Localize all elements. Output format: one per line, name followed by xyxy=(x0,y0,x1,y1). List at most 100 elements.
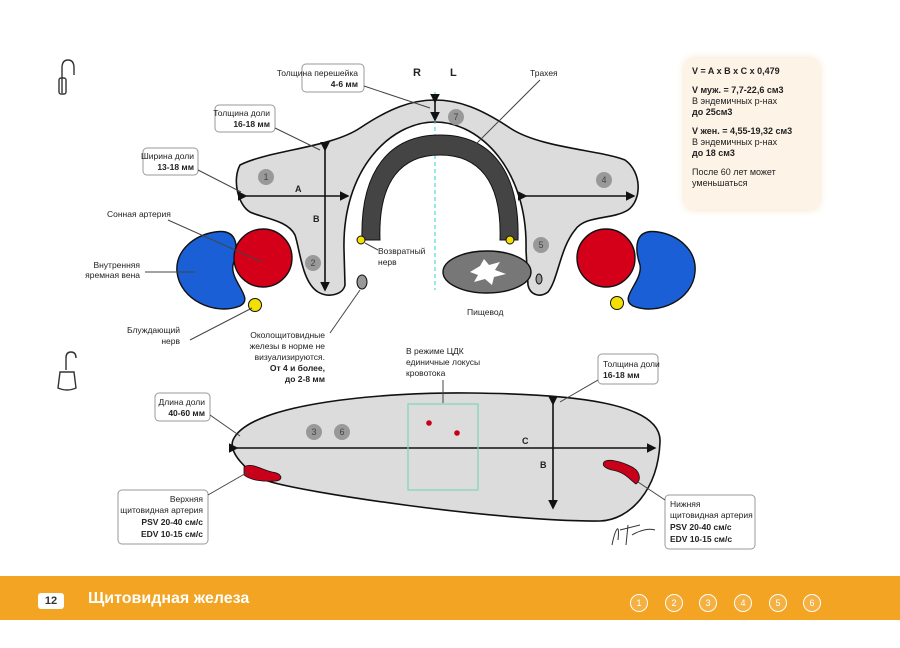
svg-text:13-18 мм: 13-18 мм xyxy=(157,162,194,172)
page-number: 12 xyxy=(38,593,64,609)
esophagus-label: Пищевод xyxy=(467,307,503,317)
recurrent-label: Возвратный xyxy=(378,246,426,256)
svg-text:единичные локусы: единичные локусы xyxy=(406,357,480,367)
region-2: 2 xyxy=(305,255,321,271)
linear-probe-icon xyxy=(58,59,75,95)
author-signature xyxy=(611,524,656,546)
svg-text:до 2-8 мм: до 2-8 мм xyxy=(285,374,325,384)
esophagus-lumen xyxy=(470,259,506,285)
svg-text:PSV 20-40 см/с: PSV 20-40 см/с xyxy=(670,522,732,532)
svg-text:железы в норме не: железы в норме не xyxy=(250,341,326,351)
svg-text:6: 6 xyxy=(339,427,344,437)
recurrent-nerve-left xyxy=(505,235,515,245)
svg-text:визуализируются.: визуализируются. xyxy=(255,352,325,362)
svg-text:Толщина перешейка: Толщина перешейка xyxy=(277,68,359,78)
svg-text:1: 1 xyxy=(263,172,268,182)
svg-text:Толщина доли: Толщина доли xyxy=(213,108,270,118)
female-note: В эндемичных р-нах xyxy=(692,137,778,147)
upper-thyroid-artery xyxy=(243,464,282,482)
lower-artery-callout: Нижняя щитовидная артерия PSV 20-40 см/с… xyxy=(637,481,756,550)
svg-text:16-18 мм: 16-18 мм xyxy=(233,119,270,129)
parathyroid-gland xyxy=(356,274,368,290)
svg-text:4: 4 xyxy=(601,175,606,185)
svg-text:Толщина доли: Толщина доли xyxy=(603,359,660,369)
nav-page-4[interactable]: 4 xyxy=(734,594,752,612)
male-limit: до 25см3 xyxy=(692,107,733,117)
svg-text:Нижняя: Нижняя xyxy=(670,499,701,509)
region-3: 3 xyxy=(306,424,322,440)
svg-text:7: 7 xyxy=(453,112,458,122)
vagus-label: Блуждающий xyxy=(127,325,180,335)
jugular-vein-right xyxy=(176,230,246,310)
region-7: 7 xyxy=(448,109,464,125)
age-note: После 60 лет может уменьшаться xyxy=(692,167,776,188)
blood-flow-locus xyxy=(454,430,460,436)
trachea-leader xyxy=(469,79,541,151)
svg-text:3: 3 xyxy=(311,427,316,437)
parathyroid-gland xyxy=(535,273,543,285)
female-volume: V жен. = 4,55-19,32 см3 xyxy=(692,126,793,136)
male-note: В эндемичных р-нах xyxy=(692,96,778,106)
upper-artery-callout: Верхняя щитовидная артерия PSV 20-40 см/… xyxy=(117,471,249,545)
left-side-label: L xyxy=(450,67,457,79)
right-side-label: R xyxy=(413,67,421,79)
nav-page-6[interactable]: 6 xyxy=(803,594,821,612)
svg-text:Ширина доли: Ширина доли xyxy=(141,151,194,161)
region-1: 1 xyxy=(258,169,274,185)
svg-text:Верхняя: Верхняя xyxy=(170,494,204,504)
nav-page-5[interactable]: 5 xyxy=(769,594,787,612)
svg-text:кровотока: кровотока xyxy=(406,368,446,378)
doppler-callout: В режиме ЦДК единичные локусы кровотока xyxy=(406,346,480,403)
jugular-label: яремная вена xyxy=(85,270,140,280)
vagus-nerve-left xyxy=(610,296,624,310)
svg-text:Околощитовидные: Околощитовидные xyxy=(250,330,325,340)
isthmus-thickness-callout: Толщина перешейка 4-6 мм xyxy=(277,63,431,109)
carotid-artery-left xyxy=(576,228,636,288)
vagus-label: нерв xyxy=(161,336,180,346)
lower-thyroid-artery xyxy=(602,459,640,485)
female-limit: до 18 см3 xyxy=(692,148,735,158)
vagus-leader xyxy=(189,307,253,341)
recurrent-label: нерв xyxy=(378,257,397,267)
carotid-artery-right xyxy=(233,228,293,288)
parathyroid-callout: Околощитовидные железы в норме не визуал… xyxy=(250,289,361,384)
thyroid-longitudinal xyxy=(231,392,661,522)
jugular-vein-left xyxy=(627,230,696,310)
svg-text:2: 2 xyxy=(310,258,315,268)
svg-text:40-60 мм: 40-60 мм xyxy=(168,408,205,418)
svg-text:PSV 20-40 см/с: PSV 20-40 см/с xyxy=(141,517,203,527)
lobe-thickness-callout: Толщина доли 16-18 мм xyxy=(213,104,321,151)
axis-c-label: C xyxy=(522,436,529,446)
nav-page-2[interactable]: 2 xyxy=(665,594,683,612)
region-4: 4 xyxy=(596,172,612,188)
trachea xyxy=(361,134,519,241)
nav-page-1[interactable]: 1 xyxy=(630,594,648,612)
footer-bar: 12 Щитовидная железа 1 2 3 4 5 6 xyxy=(0,576,900,620)
svg-text:Длина доли: Длина доли xyxy=(159,397,206,407)
lobe-width-callout: Ширина доли 13-18 мм xyxy=(141,147,242,193)
region-6: 6 xyxy=(334,424,350,440)
svg-text:От 4 и более,: От 4 и более, xyxy=(270,363,325,373)
svg-text:4-6 мм: 4-6 мм xyxy=(331,79,358,89)
svg-text:В режиме ЦДК: В режиме ЦДК xyxy=(406,346,464,356)
recurrent-nerve-right xyxy=(356,235,366,245)
svg-text:EDV 10-15 см/с: EDV 10-15 см/с xyxy=(670,534,732,544)
convex-probe-icon xyxy=(57,351,77,391)
jugular-label: Внутренняя xyxy=(93,260,140,270)
svg-text:щитовидная артерия: щитовидная артерия xyxy=(670,510,753,520)
lobe-length-callout: Длина доли 40-60 мм xyxy=(154,392,241,437)
region-5: 5 xyxy=(533,237,549,253)
carotid-leader xyxy=(167,219,263,263)
section-title: Щитовидная железа xyxy=(88,590,250,607)
axis-a-label: A xyxy=(295,184,302,194)
doppler-box xyxy=(407,403,479,491)
axis-b-long-label: B xyxy=(540,460,547,470)
nav-page-3[interactable]: 3 xyxy=(699,594,717,612)
svg-text:EDV 10-15 см/с: EDV 10-15 см/с xyxy=(141,529,203,539)
svg-text:16-18 мм: 16-18 мм xyxy=(603,370,640,380)
male-volume: V муж. = 7,7-22,6 см3 xyxy=(692,85,784,95)
lobe-thickness-long-callout: Толщина доли 16-18 мм xyxy=(559,353,660,403)
recurrent-leader xyxy=(364,242,379,251)
svg-text:щитовидная артерия: щитовидная артерия xyxy=(120,505,203,515)
